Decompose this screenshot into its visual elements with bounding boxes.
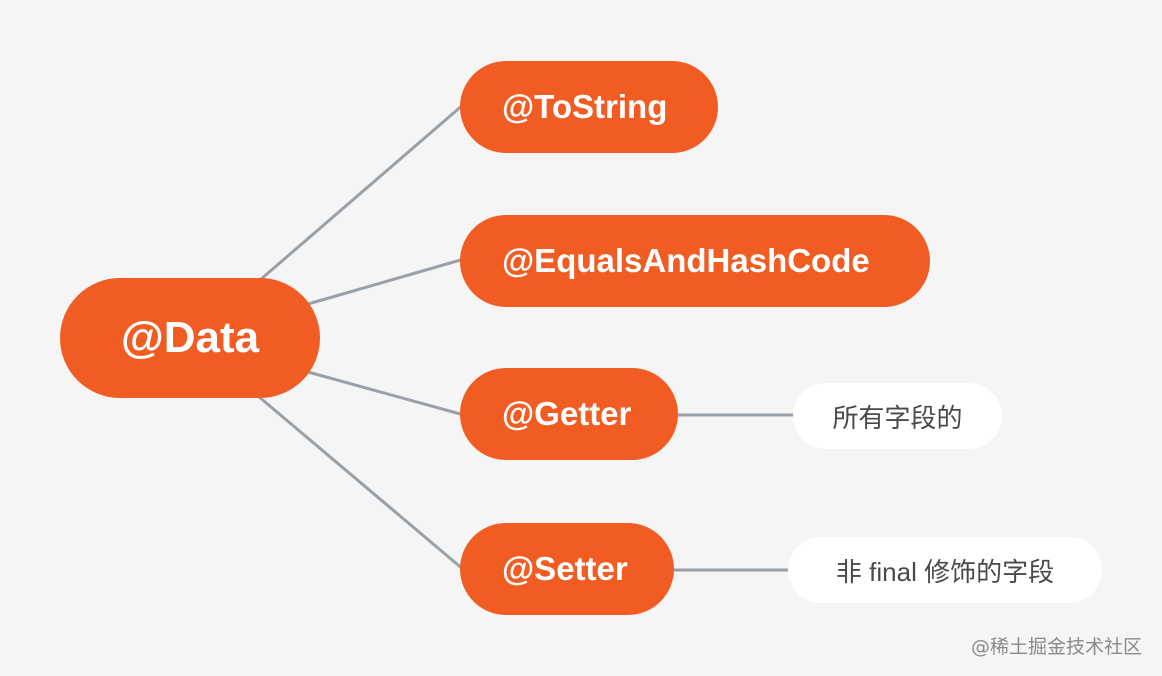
child-node-setter: @Setter (460, 523, 674, 615)
child-node-equals-and-hash-code: @EqualsAndHashCode (460, 215, 930, 307)
child-node-label: @Setter (502, 550, 628, 587)
setter-note: 非 final 修饰的字段 (788, 537, 1102, 603)
child-node-tostring: @ToString (460, 61, 718, 153)
child-node-label: @EqualsAndHashCode (502, 242, 870, 279)
getter-note: 所有字段的 (793, 383, 1002, 449)
child-node-label: @ToString (502, 88, 668, 125)
root-node-data: @Data (60, 278, 320, 398)
root-node-label: @Data (120, 313, 260, 362)
connector-data-tostring (259, 102, 465, 282)
connector-data-equals (307, 257, 465, 306)
child-node-label: @Getter (502, 395, 632, 432)
child-node-getter: @Getter (460, 368, 678, 460)
connector-data-getter (307, 370, 465, 417)
setter-note-label: 非 final 修饰的字段 (835, 556, 1055, 587)
watermark: @稀土掘金技术社区 (970, 636, 1142, 658)
connector-data-setter (257, 394, 465, 572)
getter-note-label: 所有字段的 (832, 402, 963, 433)
